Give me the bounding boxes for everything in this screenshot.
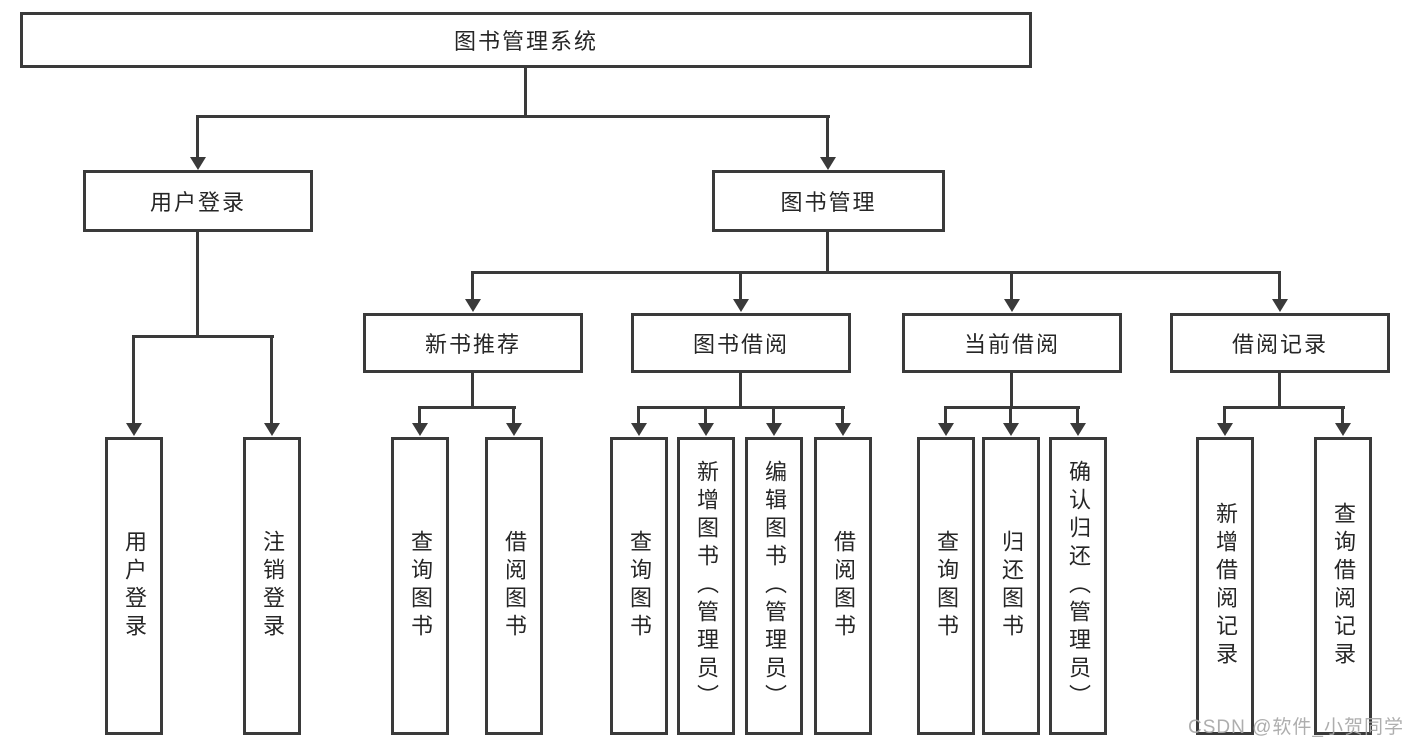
arrowhead-icon (465, 299, 481, 312)
node-book-mgmt-branch: 图书管理 (712, 170, 945, 232)
arrowhead-icon (820, 157, 836, 170)
connector-group3-rail (944, 406, 1080, 409)
connector-leaf-line (772, 406, 775, 426)
arrowhead-icon (698, 423, 714, 436)
leaf-borrow-books-1: 借阅图书 (485, 437, 543, 735)
leaf-user-login: 用户登录 (105, 437, 163, 735)
leaf-borrow-books-2: 借阅图书 (814, 437, 872, 735)
connector-root-stub (524, 68, 527, 115)
connector-leaf-line (1223, 406, 1226, 426)
connector-login-rail (132, 335, 274, 338)
connector-group2-rail (637, 406, 845, 409)
connector-mgmt-stub (826, 232, 829, 271)
node-book-borrow: 图书借阅 (631, 313, 851, 373)
leaf-confirm-return-admin: 确认归还（管理员） (1049, 437, 1107, 735)
connector-group1-stub (471, 373, 474, 406)
arrowhead-icon (264, 423, 280, 436)
arrowhead-icon (733, 299, 749, 312)
node-root: 图书管理系统 (20, 12, 1032, 68)
leaf-return-books: 归还图书 (982, 437, 1040, 735)
node-borrow-records: 借阅记录 (1170, 313, 1390, 373)
connector-to-group1 (471, 271, 474, 301)
leaf-edit-books-admin: 编辑图书（管理员） (745, 437, 803, 735)
arrowhead-icon (938, 423, 954, 436)
arrowhead-icon (1004, 299, 1020, 312)
arrowhead-icon (1217, 423, 1233, 436)
node-current-borrow: 当前借阅 (902, 313, 1122, 373)
node-new-book-recommend: 新书推荐 (363, 313, 583, 373)
connector-leaf-line (1009, 406, 1012, 426)
connector-leaf-line (1341, 406, 1344, 426)
connector-level3-rail (471, 271, 1281, 274)
leaf-add-books-admin: 新增图书（管理员） (677, 437, 735, 735)
connector-leaf-line (944, 406, 947, 426)
connector-to-group2 (739, 271, 742, 301)
arrowhead-icon (1003, 423, 1019, 436)
connector-to-group3 (1010, 271, 1013, 301)
leaf-query-books-2: 查询图书 (610, 437, 668, 735)
leaf-query-borrow-record: 查询借阅记录 (1314, 437, 1372, 735)
arrowhead-icon (1070, 423, 1086, 436)
arrowhead-icon (506, 423, 522, 436)
arrowhead-icon (412, 423, 428, 436)
connector-to-login-leaf2 (270, 335, 273, 425)
leaf-add-borrow-record: 新增借阅记录 (1196, 437, 1254, 735)
connector-group4-stub (1278, 373, 1281, 406)
connector-to-book-mgmt (826, 115, 829, 159)
connector-group3-stub (1010, 373, 1013, 406)
arrowhead-icon (1335, 423, 1351, 436)
connector-group4-rail (1223, 406, 1345, 409)
node-user-login-branch: 用户登录 (83, 170, 313, 232)
connector-leaf-line (1076, 406, 1079, 426)
connector-to-login-leaf1 (132, 335, 135, 425)
connector-to-user-login (196, 115, 199, 159)
connector-leaf-line (841, 406, 844, 426)
leaf-logout: 注销登录 (243, 437, 301, 735)
arrowhead-icon (631, 423, 647, 436)
arrowhead-icon (1272, 299, 1288, 312)
arrowhead-icon (190, 157, 206, 170)
arrowhead-icon (126, 423, 142, 436)
leaf-query-books-3: 查询图书 (917, 437, 975, 735)
connector-leaf-line (704, 406, 707, 426)
connector-leaf-line (637, 406, 640, 426)
arrowhead-icon (835, 423, 851, 436)
csdn-watermark: CSDN @软件_小贺同学 (1188, 717, 1404, 738)
connector-level2-rail (196, 115, 830, 118)
connector-leaf-line (418, 406, 421, 426)
arrowhead-icon (766, 423, 782, 436)
connector-to-group4 (1278, 271, 1281, 301)
leaf-query-books-1: 查询图书 (391, 437, 449, 735)
connector-group2-stub (739, 373, 742, 406)
connector-group1-rail (418, 406, 516, 409)
connector-login-stub (196, 232, 199, 335)
connector-leaf-line (512, 406, 515, 426)
